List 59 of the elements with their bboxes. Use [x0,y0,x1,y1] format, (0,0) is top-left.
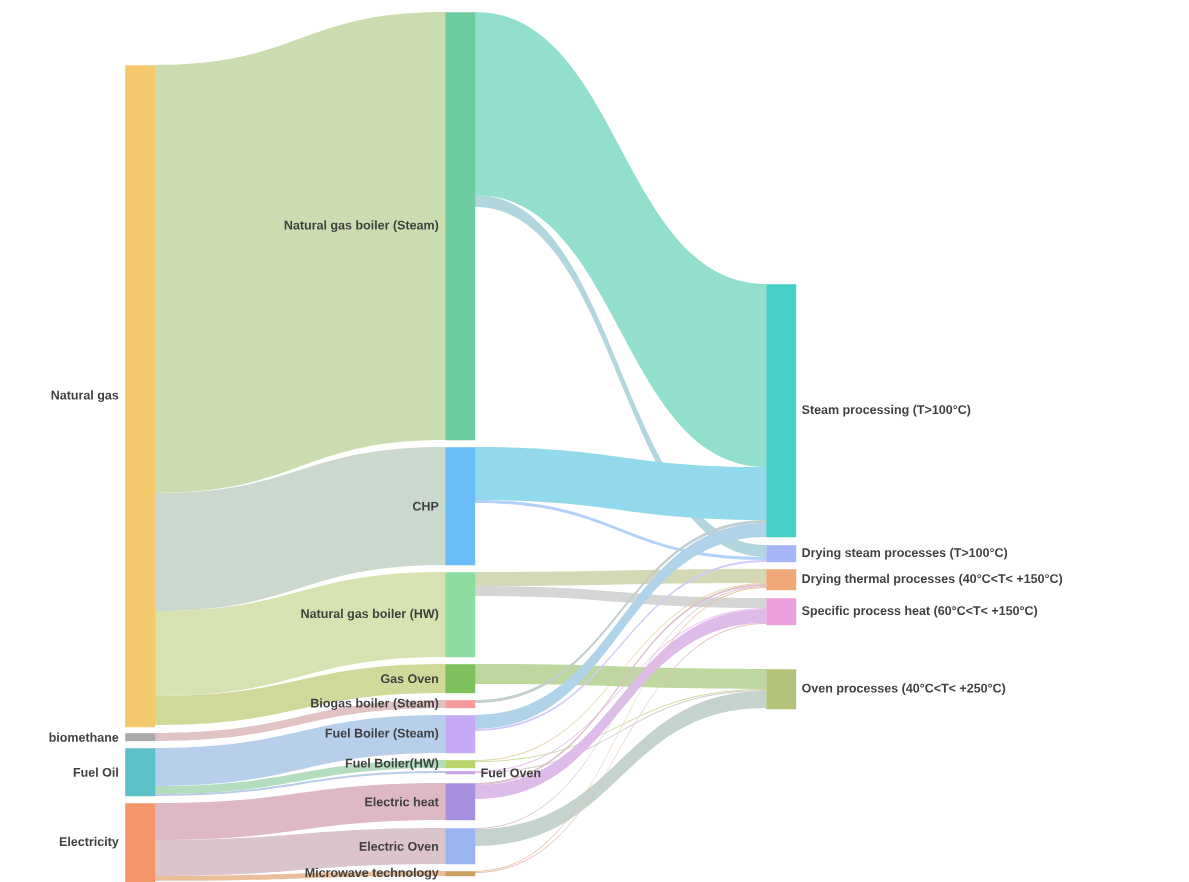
sankey-node: Fuel Boiler (Steam) [325,715,476,754]
sankey-node: Gas Oven [380,664,476,694]
node-label: Drying steam processes (T>100°C) [802,547,1008,560]
sankey-node: Biogas boiler (Steam) [311,698,476,711]
node-label: Natural gas boiler (Steam) [284,220,439,233]
sankey-node: biomethane [49,732,156,742]
sankey-node: Electricity [59,803,156,882]
sankey-node: Natural gas boiler (HW) [301,572,476,658]
flow-ribbon [155,447,445,611]
node-label: Natural gas boiler (HW) [301,608,439,621]
node-label: Oven processes (40°C<T< +250°C) [802,683,1006,696]
sankey-node: Fuel Oil [73,748,156,797]
flow-ribbon [475,691,766,846]
node-label: Steam processing (T>100°C) [801,404,971,417]
sankey-node: Microwave technology [305,867,476,880]
node-label: Natural gas [51,390,119,403]
node-label: biomethane [49,732,119,742]
node-label: Fuel Boiler (Steam) [325,728,439,741]
flow-ribbon [475,500,766,560]
flow-ribbon [475,569,766,586]
node-label: Drying thermal processes (40°C<T< +150°C) [802,573,1063,586]
flow-ribbon [475,586,766,829]
node-label: Fuel Oil [73,767,118,777]
sankey-node: CHP [412,447,476,566]
sankey-node: Fuel Oven [445,768,541,778]
node-label: Electric heat [365,797,439,807]
sankey-node: Oven processes (40°C<T< +250°C) [766,669,1006,710]
sankey-node: Drying steam processes (T>100°C) [766,545,1008,563]
sankey-node: Electric heat [365,783,476,821]
flow-ribbon [155,760,445,794]
flow-ribbon [155,572,445,696]
sankey-node: Drying thermal processes (40°C<T< +150°C) [766,569,1063,591]
sankey-node: Natural gas boiler (Steam) [284,12,476,441]
flow-ribbon [155,700,445,741]
flow-ribbon [155,871,445,881]
flow-ribbon [155,783,445,840]
flow-ribbon [155,12,445,493]
node-label: Fuel Oven [481,768,541,778]
flow-ribbon [155,715,445,786]
node-label: CHP [412,501,439,511]
node-label: Electric Oven [359,841,439,851]
flow-ribbon [155,771,445,796]
node-label: Microwave technology [305,867,439,880]
node-label: Electricity [59,836,119,849]
node-label: Biogas boiler (Steam) [311,698,439,711]
sankey-node: Electric Oven [359,828,476,865]
flow-ribbon [475,586,766,608]
sankey-node: Specific process heat (60°C<T< +150°C) [766,598,1038,626]
node-label: Gas Oven [380,674,439,684]
flow-ribbon [475,12,766,467]
sankey-node: Steam processing (T>100°C) [766,284,971,538]
node-label: Fuel Boiler(HW) [345,758,439,771]
flow-ribbon [475,447,766,520]
sankey-node: Natural gas [51,65,156,728]
sankey-node: Fuel Boiler(HW) [345,758,476,770]
flow-ribbon [155,664,445,725]
flow-ribbon [475,560,766,731]
flow-ribbon [155,828,445,876]
node-label: Specific process heat (60°C<T< +150°C) [801,605,1038,618]
